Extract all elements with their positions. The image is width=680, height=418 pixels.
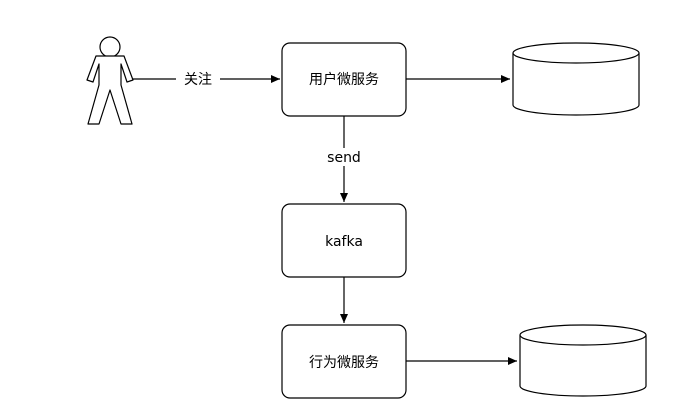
node-kafka: kafka (281, 203, 407, 278)
edge-actor-to-user-service: 关注 (133, 70, 280, 88)
node-user-service-label: 用户微服务 (309, 71, 379, 88)
node-behavior-service: 行为微服务 (281, 324, 407, 399)
edge-label-follow: 关注 (184, 72, 212, 88)
node-behavior-service-label: 行为微服务 (309, 355, 379, 371)
database-icon (519, 324, 647, 397)
database-icon (512, 42, 640, 116)
user-actor-icon (86, 36, 134, 125)
node-user-service: 用户微服务 (281, 42, 407, 117)
node-kafka-label: kafka (325, 234, 363, 250)
edge-user-service-to-kafka: send (320, 116, 368, 202)
edge-label-send: send (327, 150, 361, 166)
